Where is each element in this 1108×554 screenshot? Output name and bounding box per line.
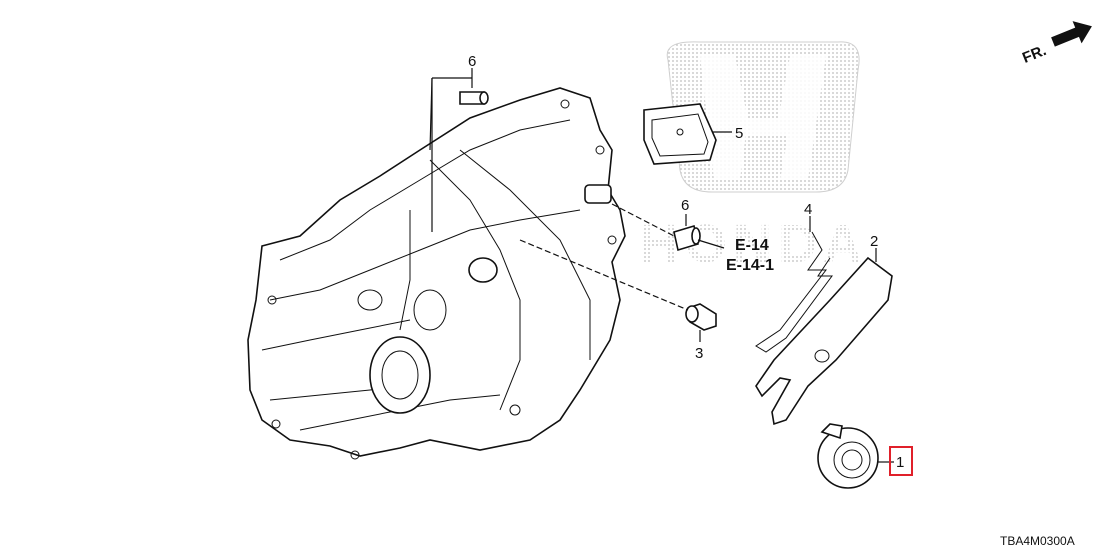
part-5-cap: 5	[643, 103, 743, 165]
clutch-housing	[247, 87, 626, 460]
part-1-release-bearing: 1	[817, 423, 913, 489]
dowel-pin-middle: 6	[611, 197, 725, 252]
callout-3: 3	[695, 345, 703, 362]
callout-1: 1	[896, 454, 904, 471]
highlight-box-part-1	[889, 446, 913, 476]
front-direction-indicator: FR.	[1020, 21, 1092, 67]
callout-2: 2	[870, 233, 878, 250]
callout-6-middle: 6	[681, 197, 689, 214]
reference-e14: E-14	[735, 237, 769, 254]
part-3-bolt: 3	[519, 239, 717, 362]
arrow-right-icon	[1051, 21, 1092, 47]
part-2-fork: 2	[755, 233, 893, 426]
dowel-pin-upper: 6	[429, 53, 489, 232]
callout-4: 4	[804, 201, 812, 218]
direction-label: FR.	[1020, 42, 1049, 67]
reference-e14-1: E-14-1	[726, 257, 774, 274]
callout-5: 5	[735, 125, 743, 142]
diagram-code: TBA4M0300A	[1000, 534, 1075, 548]
callout-6-upper: 6	[468, 53, 476, 70]
part-4-clip: 4	[755, 201, 833, 353]
